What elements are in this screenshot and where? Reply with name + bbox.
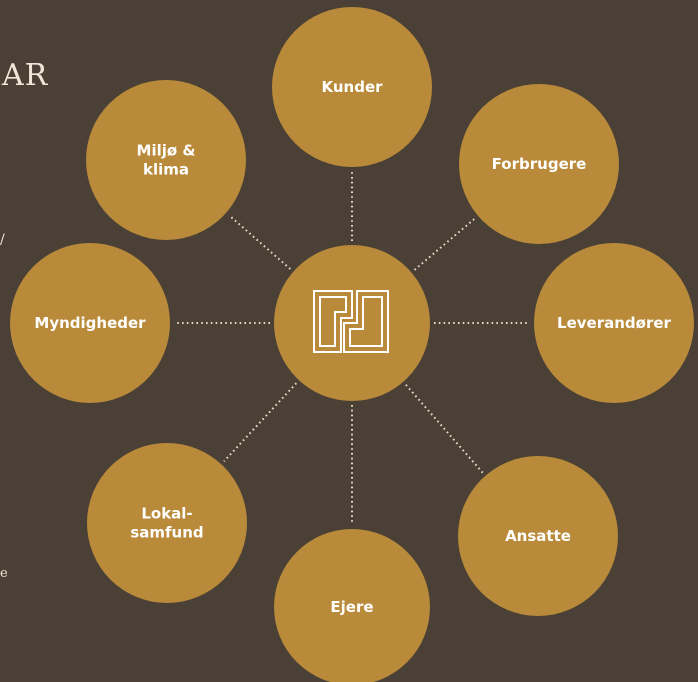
connector-line-ansatte <box>405 384 484 474</box>
node-circle <box>458 456 618 616</box>
stakeholder-node-myndigheder: Myndigheder <box>10 243 170 403</box>
node-label: Ejere <box>330 598 373 616</box>
node-label: Forbrugere <box>492 155 587 173</box>
node-circle <box>459 84 619 244</box>
node-label: Miljø & <box>137 142 196 160</box>
stakeholder-node-kunder: Kunder <box>272 7 432 167</box>
connector-lines <box>174 171 530 525</box>
node-label: klima <box>143 161 189 179</box>
node-circle <box>87 443 247 603</box>
connector-line-miljo-klima <box>228 214 291 270</box>
node-label: Kunder <box>321 78 383 96</box>
node-label: Myndigheder <box>34 314 146 332</box>
node-circle <box>86 80 246 240</box>
stakeholder-node-miljo-klima: Miljø &klima <box>86 80 246 240</box>
node-label: Lokal- <box>141 505 192 523</box>
stakeholder-node-ansatte: Ansatte <box>458 456 618 616</box>
stakeholder-node-leverandorer: Leverandører <box>534 243 694 403</box>
stakeholder-nodes: KunderForbrugereLeverandørerAnsatteEjere… <box>10 7 694 682</box>
cut-off-heading: AR <box>2 58 49 93</box>
stakeholder-node-lokalsamfund: Lokal-samfund <box>87 443 247 603</box>
company-logo-icon <box>313 290 389 353</box>
node-circle <box>534 243 694 403</box>
hub-node <box>274 245 430 401</box>
connector-line-forbrugere <box>413 217 476 271</box>
stakeholder-node-ejere: Ejere <box>274 529 430 682</box>
node-label: samfund <box>130 524 203 542</box>
stakeholder-node-forbrugere: Forbrugere <box>459 84 619 244</box>
node-label: Ansatte <box>505 527 571 545</box>
cut-off-text-fragment: / <box>0 232 5 248</box>
node-label: Leverandører <box>557 314 671 332</box>
node-circle <box>272 7 432 167</box>
cut-off-text-fragment: e <box>0 566 8 581</box>
node-circle <box>274 529 430 682</box>
connector-line-lokalsamfund <box>223 382 298 462</box>
node-circle <box>10 243 170 403</box>
